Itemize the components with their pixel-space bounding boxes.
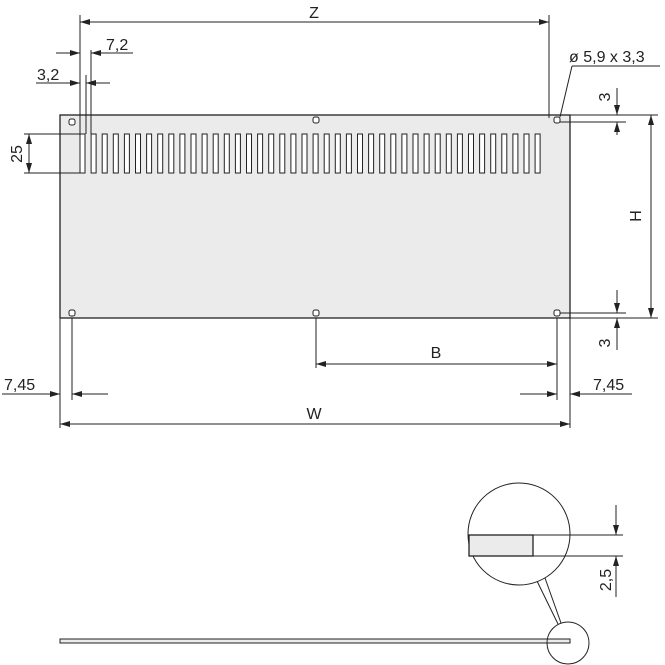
slot [112, 133, 119, 174]
dim-b-label: B [431, 345, 442, 362]
slot [90, 133, 97, 174]
slot [323, 133, 330, 174]
hole-bottom-center [312, 309, 320, 317]
hole-top-left [68, 118, 76, 126]
slot [190, 133, 197, 174]
dim-right-edge-label: 7,45 [593, 377, 624, 394]
slot [334, 133, 341, 174]
slot [168, 133, 175, 174]
detail-section [468, 534, 534, 557]
slot [123, 133, 130, 174]
dim-slot-height: 25 [9, 133, 82, 174]
slot [290, 133, 297, 174]
slot [434, 133, 441, 174]
dim-thickness-label: 2,5 [598, 569, 615, 591]
dim-left-edge: 7,45 [2, 318, 108, 428]
slot [257, 133, 264, 174]
dim-w-label: W [306, 406, 322, 423]
slot [279, 133, 286, 174]
slot [368, 133, 375, 174]
ventilation-slots [79, 133, 541, 174]
dim-slot-pitch: 7,2 [56, 37, 133, 134]
slot [468, 133, 474, 174]
slot [201, 133, 208, 174]
hole-bottom-right [553, 309, 561, 317]
dim-bottom-offset-label: 3 [597, 338, 614, 347]
slot [312, 133, 319, 174]
dim-height: H [570, 115, 658, 319]
hole-top-center [312, 116, 320, 124]
dim-bottom-offset: 3 [560, 290, 626, 350]
dim-thickness: 2,5 [533, 505, 623, 597]
slot [401, 133, 408, 174]
slot [246, 133, 252, 174]
slot [445, 133, 452, 174]
slot [157, 133, 164, 174]
slot [268, 133, 275, 174]
dim-top-offset-label: 3 [597, 92, 614, 101]
slot [357, 133, 363, 174]
detail-large-circle [467, 482, 571, 586]
slot [512, 133, 519, 174]
hole-bottom-left [68, 309, 76, 317]
slot [212, 133, 219, 174]
mounting-holes [68, 116, 561, 317]
slot [79, 133, 86, 174]
slot [456, 133, 463, 174]
slot [490, 133, 497, 174]
dim-height-label: H [628, 210, 645, 222]
slot [423, 133, 430, 174]
dim-top-offset: 3 [560, 88, 658, 135]
slot [523, 133, 530, 174]
dim-w: W [60, 406, 570, 427]
slot [234, 133, 241, 174]
dim-slot-pitch-label: 7,2 [106, 37, 128, 54]
slot [345, 133, 352, 174]
dim-right-edge: 7,45 [520, 318, 632, 428]
slot [479, 133, 486, 174]
dim-b: B [315, 318, 558, 400]
slot [223, 133, 230, 174]
dim-z-label: Z [309, 5, 319, 22]
slot [146, 133, 153, 174]
dim-left-edge-label: 7,45 [4, 377, 35, 394]
slot [390, 133, 397, 174]
slot [101, 133, 108, 174]
dim-hole-label: ø 5,9 x 3,3 [569, 49, 645, 66]
slot [379, 133, 386, 174]
dim-slot-width: 3,2 [36, 67, 110, 134]
dim-z: Z [79, 5, 550, 134]
dim-hole: ø 5,9 x 3,3 [559, 49, 660, 118]
detail-small-circle [546, 621, 590, 665]
slot [501, 133, 508, 174]
slot [135, 133, 141, 174]
slot [301, 133, 308, 174]
dim-slot-height-label: 25 [9, 145, 26, 163]
slot [179, 133, 186, 174]
slot [534, 133, 541, 174]
slot [412, 133, 419, 174]
dim-slot-width-label: 3,2 [37, 67, 59, 84]
hole-top-right [553, 116, 561, 124]
side-view-strip [59, 638, 571, 644]
